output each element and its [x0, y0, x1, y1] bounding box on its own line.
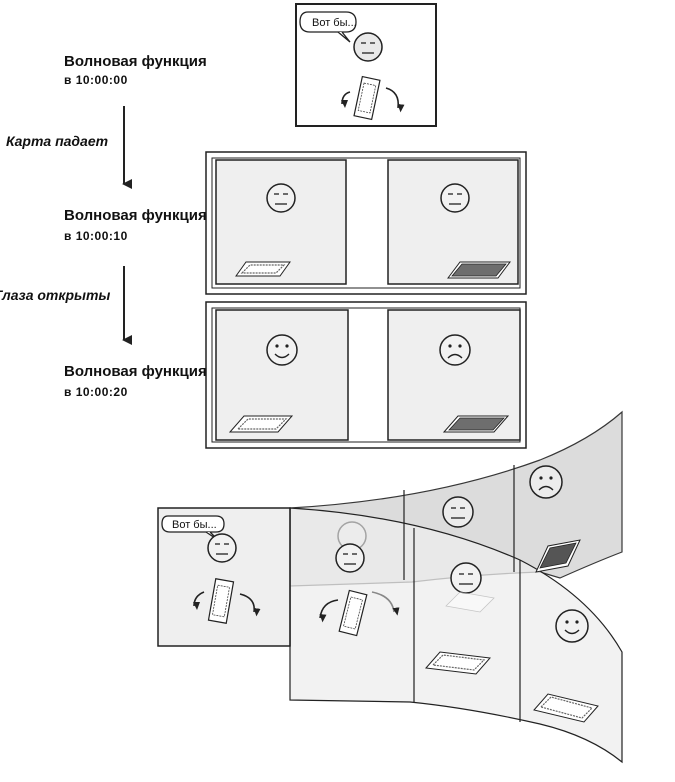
- sad-face-icon: [529, 465, 563, 499]
- curved-arrow-right-icon: [239, 593, 261, 617]
- neutral-face-icon: [440, 183, 470, 213]
- playing-card-face-up-icon: [228, 415, 294, 433]
- step2-label: Глаза открыты: [0, 287, 110, 303]
- branching-worlds-strip: Вот бы...: [157, 410, 623, 764]
- playing-card-face-down-icon: [442, 415, 510, 433]
- state3-panel-group: [205, 301, 527, 449]
- playing-card-face-down-icon: [535, 539, 581, 573]
- happy-face-icon: [555, 609, 589, 643]
- sad-face-icon: [439, 334, 471, 366]
- playing-card-face-up-icon: [207, 578, 235, 624]
- state3-right-panel: [387, 309, 521, 441]
- curved-arrow-right-icon: [385, 87, 405, 113]
- playing-card-face-up-icon: [533, 693, 599, 723]
- neutral-face-icon: [266, 183, 296, 213]
- curved-arrow-left-icon: [193, 591, 205, 611]
- state3-time: в 10:00:20: [64, 385, 128, 399]
- state1-title: Волновая функция: [64, 53, 207, 70]
- curved-arrow-right-icon: [371, 591, 400, 616]
- playing-card-face-down-icon: [447, 261, 511, 279]
- top-panel: Вот бы...: [295, 3, 437, 127]
- state2-title: Волновая функция: [64, 207, 207, 224]
- bubble-text: Вот бы...: [312, 17, 357, 29]
- playing-card-face-up-icon: [338, 589, 368, 637]
- state3-left-panel: [215, 309, 349, 441]
- speech-bubble: Вот бы...: [161, 515, 225, 541]
- speech-bubble: Вот бы...: [299, 11, 357, 43]
- neutral-face-icon: [353, 32, 383, 62]
- neutral-face-icon: [207, 533, 237, 563]
- happy-face-icon: [266, 334, 298, 366]
- neutral-face-icon: [335, 543, 365, 573]
- curved-arrow-left-icon: [341, 91, 351, 109]
- state2-time: в 10:00:10: [64, 229, 128, 243]
- bubble-text: Вот бы...: [172, 519, 217, 531]
- neutral-face-icon: [450, 562, 482, 594]
- playing-card-face-up-icon: [353, 75, 381, 121]
- state2-right-panel: [387, 159, 519, 285]
- state2-panel-group: [205, 151, 527, 295]
- state2-left-panel: [215, 159, 347, 285]
- curved-arrow-left-icon: [319, 599, 339, 623]
- playing-card-face-up-icon: [424, 651, 492, 675]
- state3-title: Волновая функция: [64, 363, 207, 380]
- neutral-face-icon: [442, 496, 474, 528]
- playing-card-face-up-icon: [235, 261, 291, 277]
- state1-time: в 10:00:00: [64, 73, 128, 87]
- step1-label: Карта падает: [6, 133, 108, 149]
- playing-card-face-down-icon: [445, 591, 495, 613]
